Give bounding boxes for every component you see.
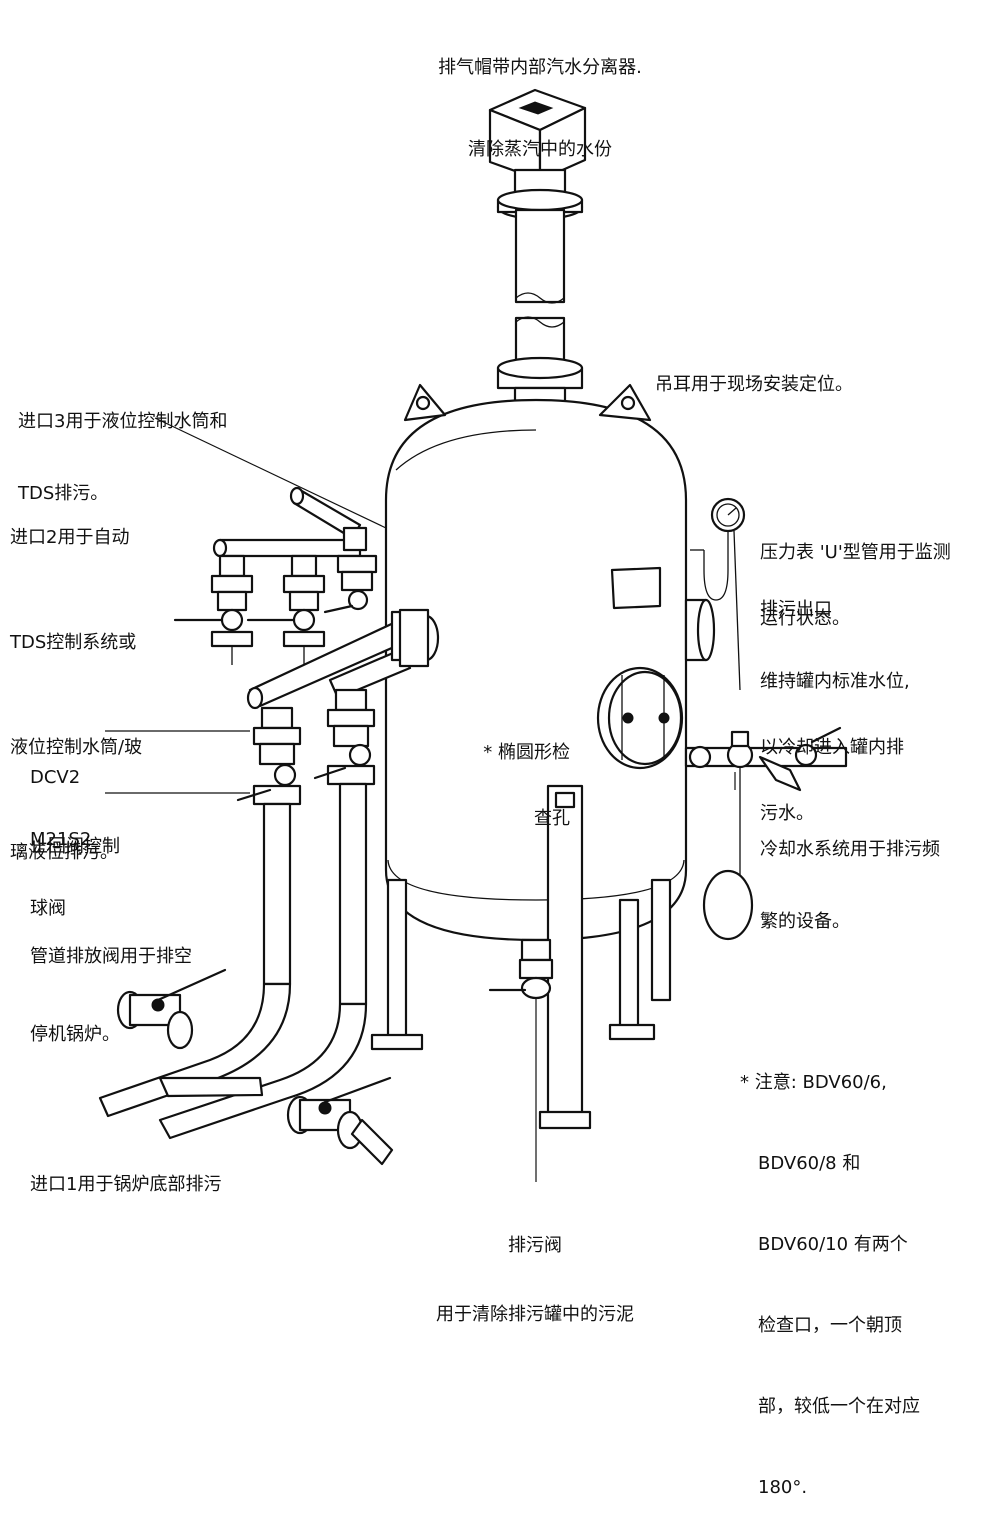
vessel-legs <box>370 784 672 1130</box>
pressure-gauge-text-1: 压力表 'U'型管用于监测 <box>760 542 951 563</box>
vent-head-label: 排气帽带内部汽水分离器. 清除蒸汽中的水份 <box>400 8 680 186</box>
dcv2-label: DCV2 止回阀控制 <box>30 720 120 881</box>
note-text-2: BDV60/8 和 <box>758 1153 861 1174</box>
manhole-text-1: * 椭圆形检 <box>483 742 570 763</box>
note-text-5: 部，较低一个在对应 <box>758 1396 920 1417</box>
inlet1-label: 进口1用于锅炉底部排污 <box>30 1125 221 1221</box>
manhole-text-2: 查孔 <box>534 808 570 829</box>
inlet3-text-2: TDS排污。 <box>18 483 109 504</box>
lifting-lugs-text: 吊耳用于现场安装定位。 <box>655 374 853 395</box>
oval-manhole <box>596 666 684 770</box>
vent-head-label-line2: 清除蒸汽中的水份 <box>468 139 612 160</box>
upper-inlet-piping <box>173 486 378 665</box>
m21s2-text-2: 球阀 <box>30 898 66 919</box>
inlet2-label: 进口2用于自动 TDS控制系统或 液位控制水筒/玻 璃液位排污。 <box>10 450 142 905</box>
cooling-water-label: 冷却水系统用于排污频 繁的设备。 <box>760 790 940 958</box>
bottom-valve-label: 排污阀 用于清除排污罐中的污泥 <box>380 1188 690 1349</box>
blowdown-outlet-label: 排污出口 维持罐内标准水位, 以冷却进入罐内排 污水。 <box>760 555 910 847</box>
note-text-3: BDV60/10 有两个 <box>758 1234 908 1255</box>
vent-head-label-line1: 排气帽带内部汽水分离器. <box>438 57 642 78</box>
inlet2-text-2: TDS控制系统或 <box>10 632 137 653</box>
blowdown-outlet-text-1: 排污出口 <box>760 599 832 620</box>
vent-head <box>488 88 587 410</box>
cooling-water-text-2: 繁的设备。 <box>760 911 850 932</box>
drain-valve-text-1: 管道排放阀用于排空 <box>30 946 192 967</box>
note-text-4: 检查口，一个朝顶 <box>758 1315 902 1336</box>
pressure-gauge-label: 压力表 'U'型管用于监测 运行状态。 <box>760 498 951 652</box>
leader-lines <box>105 417 736 1182</box>
inlet2-text-4: 璃液位排污。 <box>10 842 118 863</box>
dcv2-text-2: 止回阀控制 <box>30 836 120 857</box>
cooling-water-system <box>684 726 848 941</box>
lifting-lugs-label: 吊耳用于现场安装定位。 <box>655 325 853 421</box>
vessel-body <box>384 383 716 942</box>
pressure-gauge <box>690 497 746 691</box>
inlet2-text-1: 进口2用于自动 <box>10 527 130 548</box>
bottom-valve-text-1: 排污阀 <box>508 1235 562 1256</box>
bottom-drain-valve <box>488 938 554 1000</box>
drain-valve-text-2: 停机锅炉。 <box>30 1024 120 1045</box>
blowdown-outlet-text-4: 污水。 <box>760 803 814 824</box>
pressure-gauge-text-2: 运行状态。 <box>760 608 850 629</box>
bottom-valve-text-2: 用于清除排污罐中的污泥 <box>436 1304 634 1325</box>
m21s2-text-1: M21S2 <box>30 829 92 850</box>
middle-inlet-piping <box>236 608 440 1006</box>
blowdown-outlet-text-3: 以冷却进入罐内排 <box>760 737 904 758</box>
note-text-6: 180°. <box>758 1477 808 1498</box>
inlet2-text-3: 液位控制水筒/玻 <box>10 737 143 758</box>
bottom-piping <box>98 968 394 1166</box>
note-text-1: * 注意: BDV60/6, <box>740 1072 887 1093</box>
dcv2-text-1: DCV2 <box>30 767 81 788</box>
m21s2-label: M21S2 球阀 <box>30 782 91 943</box>
inlet3-label: 进口3用于液位控制水筒和 TDS排污。 <box>18 362 227 530</box>
inlet1-text: 进口1用于锅炉底部排污 <box>30 1174 222 1195</box>
note-label: * 注意: BDV60/6, BDV60/8 和 BDV60/10 有两个 检查… <box>740 1015 920 1528</box>
inlet3-text-1: 进口3用于液位控制水筒和 <box>18 411 228 432</box>
manhole-label: * 椭圆形检 查孔 <box>460 698 570 852</box>
cooling-water-text-1: 冷却水系统用于排污频 <box>760 839 940 860</box>
drain-valve-label: 管道排放阀用于排空 停机锅炉。 <box>30 892 192 1074</box>
blowdown-vessel-diagram <box>98 88 848 1182</box>
blowdown-outlet-text-2: 维持罐内标准水位, <box>760 671 910 692</box>
